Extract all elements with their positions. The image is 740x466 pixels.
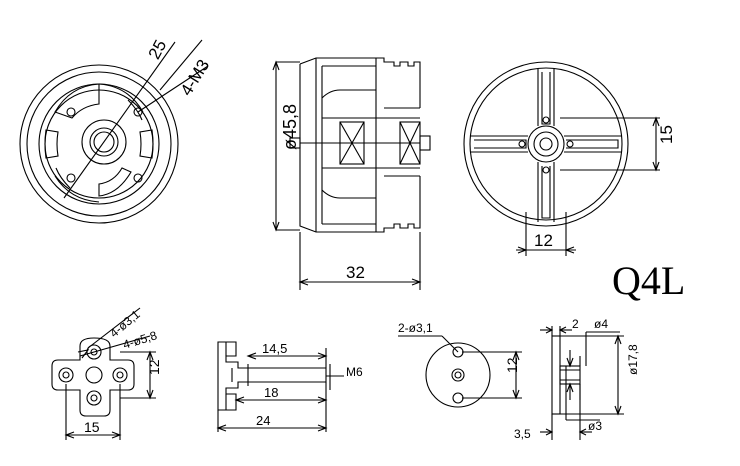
side-view: ø45,8 32 (272, 57, 431, 290)
mount-plate-view: 4-ø3,1 4-ø5,8 12 15 (51, 307, 162, 440)
rear-hub-dim: 12 (534, 231, 553, 250)
collet-length-dim: 3,5 (514, 427, 531, 441)
side-length-dim: 32 (346, 263, 365, 282)
prop-adapter-view: 14,5 M6 18 24 (216, 341, 363, 432)
front-angle-dim: 25 (145, 37, 171, 63)
mount-width-dim: 15 (84, 419, 100, 435)
mount-hole-large-label: 4-ø5,8 (121, 328, 159, 352)
front-holes-label: 4-M3 (177, 56, 214, 99)
front-view: 25 4-M3 (19, 37, 214, 224)
rear-view: 15 12 (463, 61, 676, 256)
rear-spoke-dim: 15 (657, 125, 676, 144)
collet-holes-label: 2-ø3,1 (398, 321, 433, 335)
collet-shaft-dim: ø3 (588, 419, 602, 433)
adapter-shaft-len-dim: 18 (264, 385, 278, 400)
collet-bore-dim: ø4 (594, 317, 608, 331)
model-title: Q4L (612, 258, 685, 303)
adapter-thread-len-dim: 14,5 (262, 341, 287, 356)
side-diameter-dim: ø45,8 (280, 104, 300, 150)
adapter-thread-label: M6 (346, 365, 363, 379)
collet-side-view: 2 ø4 ø17,8 3,5 ø3 (514, 317, 640, 441)
mount-height-dim: 12 (146, 359, 162, 375)
collet-face-view: 2-ø3,1 12 (398, 321, 522, 408)
collet-spacing-dim: 12 (504, 357, 520, 373)
collet-outer-dim: ø17,8 (626, 344, 640, 375)
collet-flange-dim: 2 (572, 317, 579, 331)
adapter-total-len-dim: 24 (256, 413, 270, 428)
